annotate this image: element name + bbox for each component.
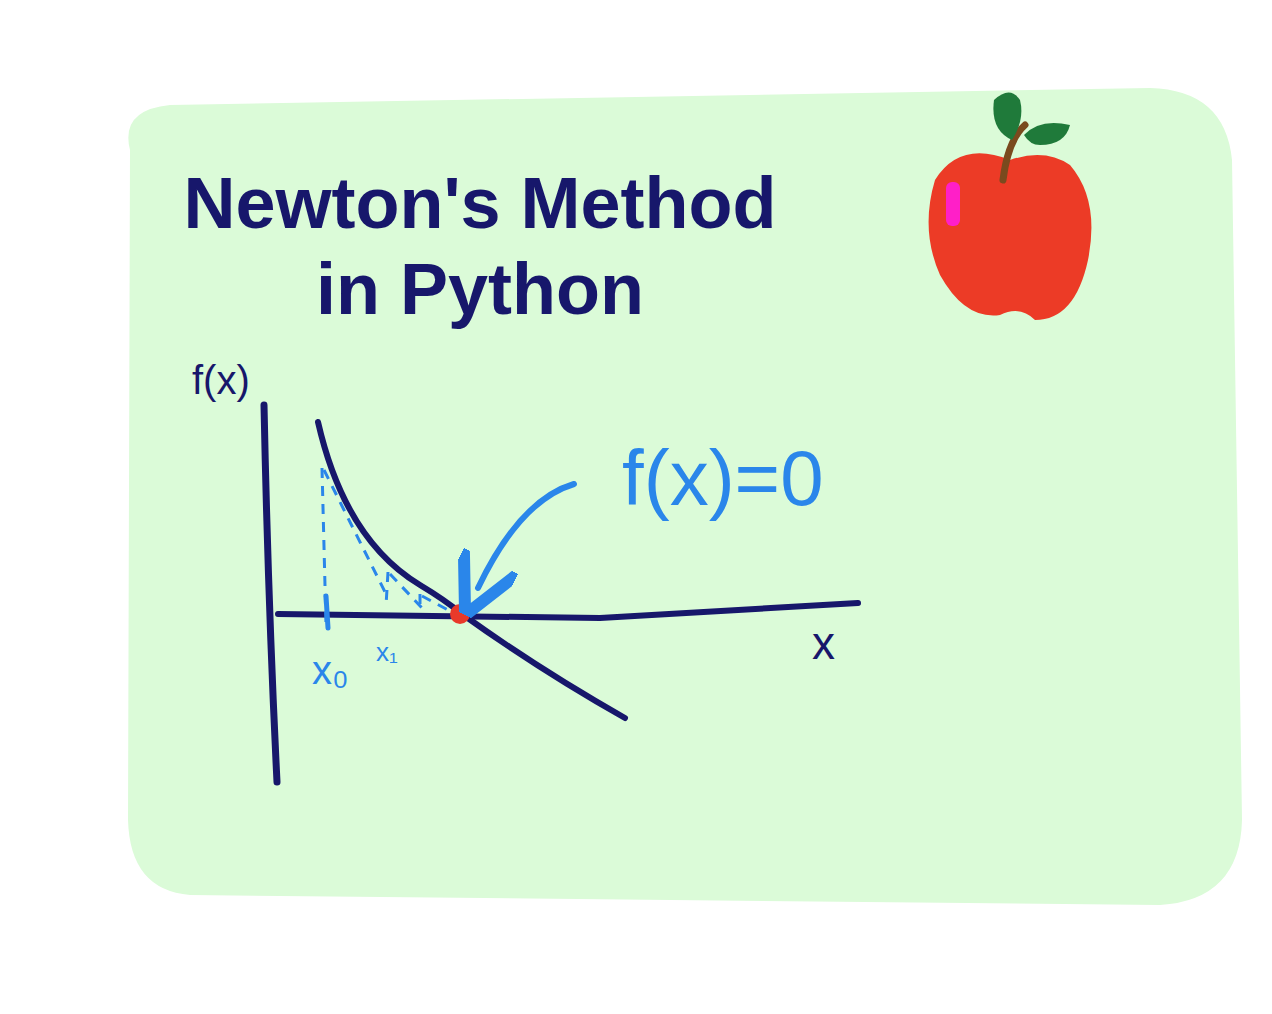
root-arrow bbox=[478, 484, 574, 588]
title: Newton's Method in Python bbox=[150, 160, 810, 333]
x0-tick bbox=[326, 596, 328, 628]
root-label: f(x)=0 bbox=[622, 436, 824, 522]
root-dot bbox=[450, 604, 470, 624]
apple-icon bbox=[929, 93, 1092, 321]
axis-label: x bbox=[812, 618, 835, 669]
y-axis bbox=[264, 405, 277, 782]
tangent-lines bbox=[322, 468, 448, 625]
x-axis bbox=[278, 603, 858, 618]
iterate-label: x₀ bbox=[312, 648, 349, 692]
function-curve bbox=[318, 422, 625, 718]
iterate-label: x₁ bbox=[376, 638, 398, 667]
green-background bbox=[128, 88, 1242, 905]
axis-label: f(x) bbox=[192, 358, 250, 402]
